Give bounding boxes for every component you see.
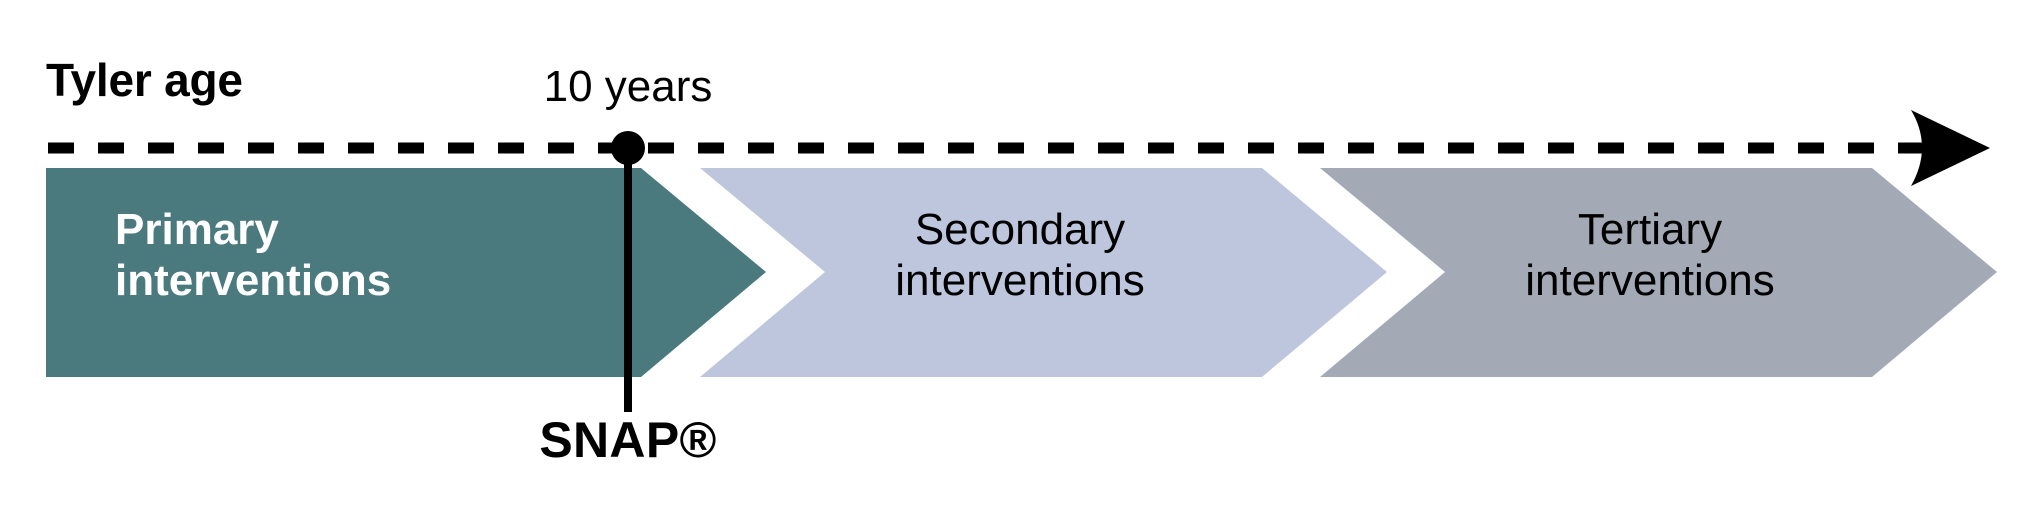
stage-label-tertiary: Tertiary interventions bbox=[1525, 205, 1775, 306]
stage-label-secondary: Secondary interventions bbox=[895, 205, 1145, 306]
axis-title: Tyler age bbox=[46, 54, 243, 106]
marker-age-label: 10 years bbox=[543, 62, 713, 111]
time-axis-arrowhead-icon bbox=[1911, 110, 1990, 186]
marker-dot-icon bbox=[611, 131, 645, 165]
stage-chevron-secondary bbox=[700, 168, 1387, 377]
stage-label-primary: Primary interventions bbox=[115, 205, 392, 306]
stage-chevron-primary bbox=[46, 168, 766, 377]
marker-callout-label: SNAP® bbox=[539, 412, 717, 468]
stage-chevron-tertiary bbox=[1320, 168, 1997, 377]
